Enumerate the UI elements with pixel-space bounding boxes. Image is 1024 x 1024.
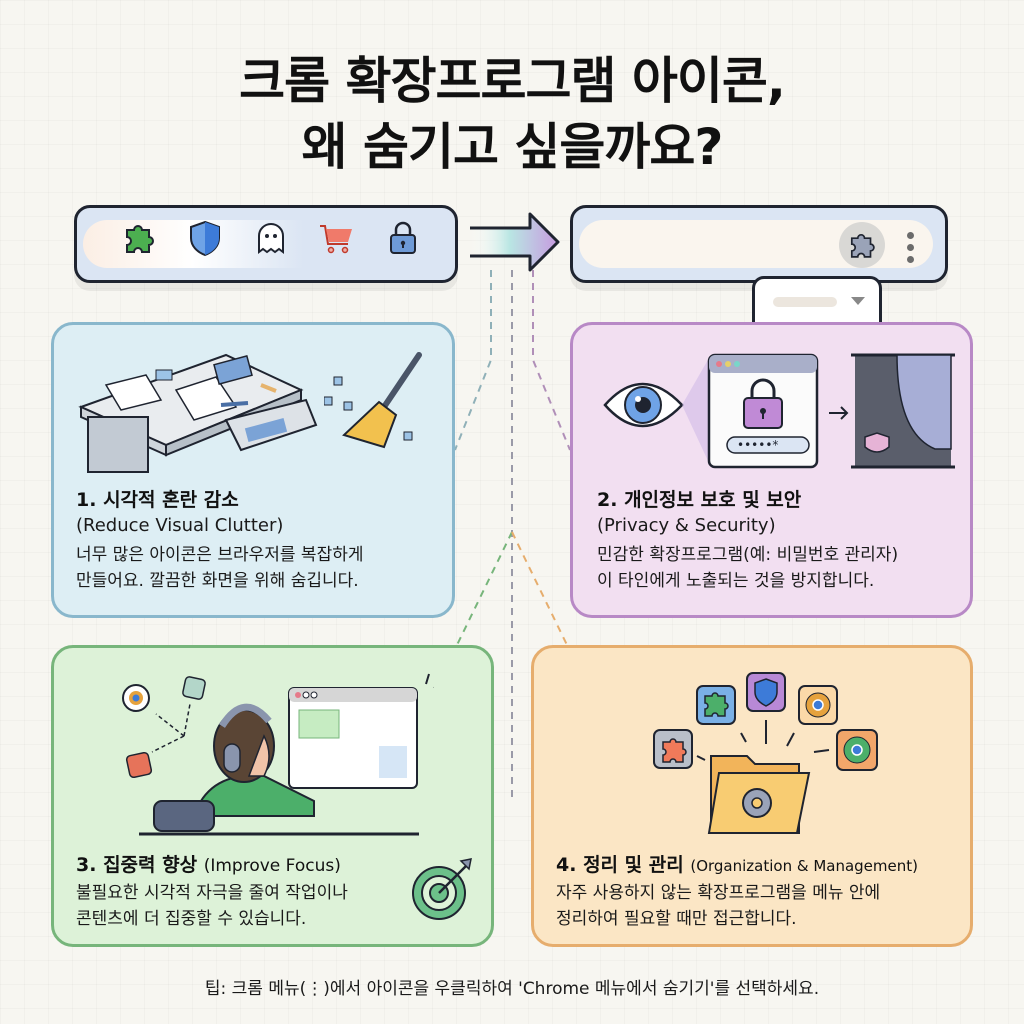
password-window-icon: •••••* — [707, 353, 819, 469]
broom-icon — [324, 352, 422, 449]
toolbar-before — [74, 205, 458, 283]
card-desc-line-1: 자주 사용하지 않는 확장프로그램을 메뉴 안에 — [556, 883, 881, 903]
target-icon — [412, 858, 472, 920]
extensions-button[interactable] — [839, 222, 885, 268]
kebab-menu-icon[interactable] — [907, 232, 915, 263]
ghost-icon[interactable] — [251, 218, 291, 258]
card-title: 2. 개인정보 보호 및 보안 — [597, 489, 802, 511]
card-desc-line-2: 정리하여 필요할 때만 접근합니다. — [556, 909, 797, 929]
card-subtitle: (Reduce Visual Clutter) — [76, 515, 284, 536]
folder-gear-icon — [653, 672, 878, 834]
puzzle-icon — [850, 234, 875, 258]
eye-icon — [603, 382, 684, 428]
transition-arrow-icon — [470, 212, 560, 272]
shield-icon[interactable] — [185, 218, 225, 258]
dropdown-item-placeholder — [773, 297, 837, 307]
privacy-illustration: •••••* — [603, 353, 955, 469]
page-title: 크롬 확장프로그램 아이콘, 왜 숨기고 싶을까요? — [0, 48, 1024, 180]
password-mask: •••••* — [737, 438, 778, 452]
card-desc-line-2: 만들어요. 깔끔한 화면을 위해 숨깁니다. — [76, 571, 359, 591]
card-privacy-security: •••••* 2. 개인정보 보호 및 보안 (Privacy & Securi… — [570, 322, 973, 618]
extensions-dropdown[interactable] — [752, 276, 882, 326]
tip-text: 팁: 크롬 메뉴(⋮)에서 아이콘을 우클릭하여 'Chrome 메뉴에서 숨기… — [204, 979, 820, 999]
person-at-computer-icon — [122, 673, 434, 836]
card-desc-line-2: 콘텐츠에 더 집중할 수 있습니다. — [76, 909, 307, 929]
browser-window-icon — [288, 687, 418, 789]
card-title: 4. 정리 및 관리 (Organization & Management) — [556, 854, 918, 876]
card-desc-line-2: 이 타인에게 노출되는 것을 방지합니다. — [597, 571, 875, 591]
card-reduce-clutter: 1. 시각적 혼란 감소 (Reduce Visual Clutter) 너무 … — [51, 322, 455, 618]
title-line-2: 왜 숨기고 싶을까요? — [301, 118, 724, 176]
card-subtitle: (Privacy & Security) — [597, 515, 776, 536]
card-improve-focus: 3. 집중력 향상 (Improve Focus) 불필요한 시각적 자극을 줄… — [51, 645, 494, 947]
extension-icon-row — [119, 218, 423, 258]
card-organization: 4. 정리 및 관리 (Organization & Management) 자… — [531, 645, 973, 947]
card-title: 3. 집중력 향상 (Improve Focus) — [76, 854, 341, 876]
title-line-1: 크롬 확장프로그램 아이콘, — [239, 52, 786, 110]
card-desc-line-1: 민감한 확장프로그램(예: 비밀번호 관리자) — [597, 545, 899, 565]
card-title: 1. 시각적 혼란 감소 — [76, 489, 239, 511]
toolbar-after — [570, 205, 948, 283]
cart-icon[interactable] — [317, 218, 357, 258]
card-desc-line-1: 너무 많은 아이콘은 브라우저를 복잡하게 — [76, 545, 364, 565]
lock-icon[interactable] — [383, 218, 423, 258]
curtain-icon — [851, 353, 955, 469]
puzzle-icon[interactable] — [119, 218, 159, 258]
card-desc-line-1: 불필요한 시각적 자극을 줄여 작업이나 — [76, 883, 348, 903]
chevron-down-icon — [851, 297, 865, 305]
messy-desk-icon — [78, 353, 318, 473]
